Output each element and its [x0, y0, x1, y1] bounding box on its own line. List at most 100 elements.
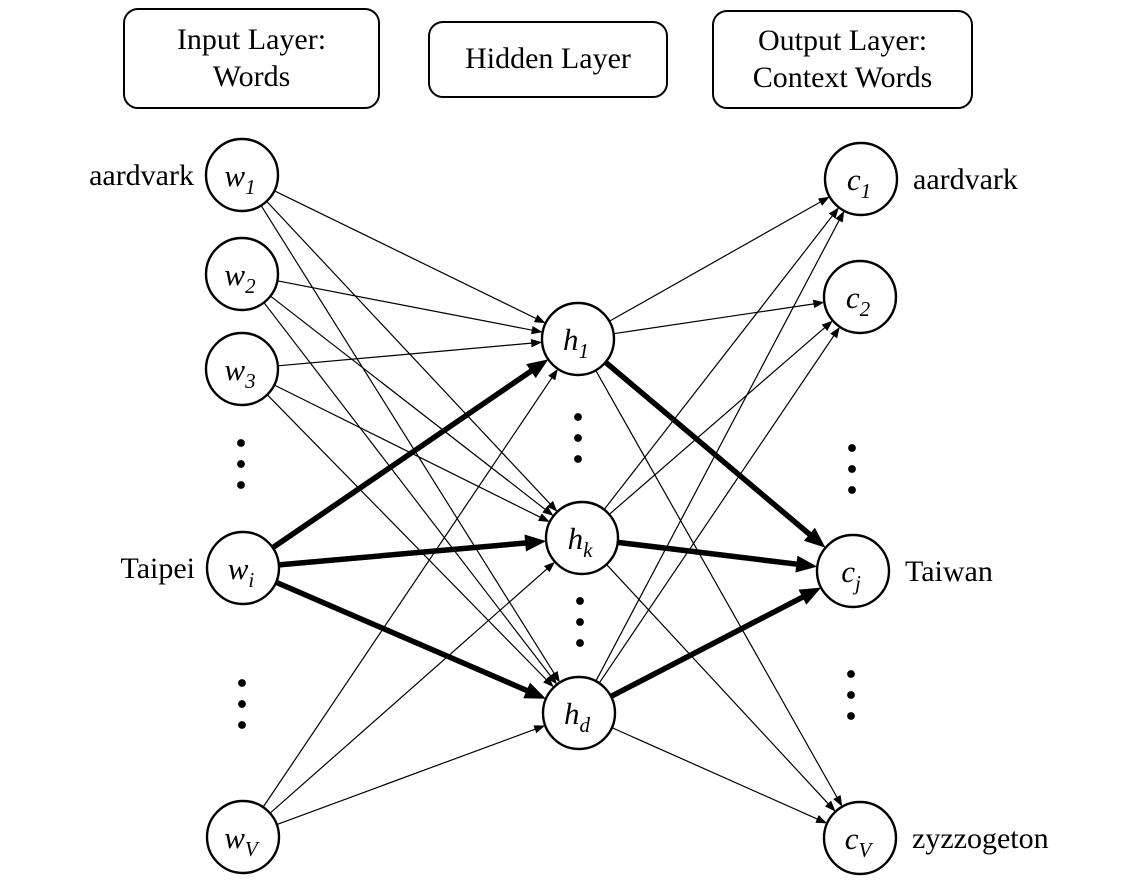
ellipsis-dots-1 — [237, 439, 245, 489]
thin-connection-line — [606, 563, 831, 807]
node-label-cj: cj — [841, 554, 861, 595]
thin-connection-line — [598, 333, 836, 684]
node-label-c1: c1 — [847, 162, 871, 203]
node-label-c2: c2 — [846, 280, 871, 321]
edge-w1-hk — [266, 200, 558, 512]
hidden-layer-box-line1: Hidden Layer — [465, 42, 631, 76]
thick-connection-line — [274, 579, 534, 696]
node-circle-w3 — [204, 331, 280, 407]
thin-connection-line — [262, 375, 554, 808]
word-label-w1: aardvark — [89, 159, 194, 192]
ellipsis-dots-2 — [238, 679, 246, 729]
arrowhead-icon — [815, 815, 828, 824]
arrowhead-icon — [533, 314, 546, 324]
output-layer-box-line2: Context Words — [752, 60, 933, 94]
word-label-cV: zyzzogeton — [912, 822, 1049, 855]
ellipsis-dots-5 — [848, 444, 856, 494]
node-w2: w2 — [204, 236, 280, 312]
edge-w2-hd — [263, 302, 558, 685]
node-label-hd: hd — [564, 696, 591, 737]
node-cj: cj — [815, 533, 891, 609]
input-layer-box: Input Layer: Words — [123, 8, 380, 109]
arrowhead-icon — [543, 676, 554, 688]
thin-connection-line — [276, 727, 539, 826]
arrowhead-icon — [803, 527, 826, 548]
edge-hk-c1 — [603, 207, 839, 510]
arrowhead-icon — [798, 587, 822, 605]
node-label-w3: w3 — [224, 352, 255, 393]
node-c1: c1 — [823, 141, 899, 217]
arrowhead-icon — [818, 196, 830, 206]
node-circle-h1 — [540, 301, 616, 377]
thin-connection-line — [266, 394, 549, 683]
thick-connection-line — [278, 539, 532, 568]
arrowhead-icon — [833, 795, 843, 807]
word-label-cj: Taiwan — [905, 555, 993, 588]
thin-connection-line — [608, 325, 828, 515]
node-hd: hd — [541, 675, 617, 751]
node-label-w2: w2 — [224, 257, 256, 298]
thin-connection-line — [611, 727, 821, 821]
edge-w3-h1 — [277, 338, 543, 367]
node-label-wV: wV — [224, 820, 260, 861]
edge-wV-hd — [276, 725, 546, 826]
arrowhead-icon — [546, 500, 558, 512]
node-w3: w3 — [204, 331, 280, 407]
thin-connection-line — [603, 213, 835, 510]
thin-connection-line — [595, 370, 839, 801]
thin-connection-line — [263, 302, 553, 679]
word-label-c1: aardvark — [913, 163, 1018, 196]
edge-wi-hd — [274, 579, 546, 699]
edge-hk-cj — [617, 539, 818, 573]
arrowhead-icon — [543, 561, 556, 573]
edge-h1-cV — [595, 370, 843, 807]
node-label-hk: hk — [568, 521, 594, 562]
thick-connection-line — [617, 539, 803, 568]
arrowhead-icon — [526, 359, 549, 379]
node-circle-cj — [815, 533, 891, 609]
node-label-wi: wi — [228, 551, 255, 592]
thin-connection-line — [609, 200, 824, 322]
arrowhead-icon — [812, 299, 825, 309]
node-wi: wi — [205, 530, 281, 606]
edge-h1-c1 — [609, 196, 830, 322]
edge-hd-c1 — [595, 210, 845, 682]
arrowhead-icon — [795, 555, 818, 573]
node-h1: h1 — [540, 301, 616, 377]
node-circle-hd — [541, 675, 617, 751]
edge-h1-c2 — [613, 299, 825, 335]
arrowhead-icon — [538, 513, 550, 522]
ellipsis-dots-3 — [574, 413, 582, 463]
node-w1: w1 — [204, 137, 280, 213]
arrowhead-icon — [530, 338, 543, 348]
edge-w1-hd — [260, 205, 560, 683]
arrowhead-icon — [531, 325, 543, 335]
node-circle-c1 — [823, 141, 899, 217]
edge-w2-hk — [270, 295, 554, 516]
input-layer-box-line2: Words — [212, 59, 291, 93]
edge-hk-cV — [606, 563, 836, 812]
thin-connection-line — [277, 342, 535, 367]
arrowhead-icon — [550, 670, 560, 683]
thick-connection-line — [609, 592, 809, 699]
thin-connection-line — [269, 566, 550, 814]
node-cV: cV — [822, 800, 898, 876]
edge-wV-hk — [269, 561, 556, 814]
node-circle-c2 — [822, 259, 898, 335]
arrowhead-icon — [547, 673, 558, 685]
input-layer-box-line1: Input Layer: — [176, 22, 327, 56]
thin-connection-line — [277, 280, 535, 332]
edge-w2-h1 — [277, 280, 543, 335]
thin-connection-line — [274, 190, 539, 321]
arrowhead-icon — [828, 207, 839, 219]
edge-hd-c2 — [598, 326, 840, 684]
arrowhead-icon — [835, 210, 845, 223]
thin-connection-line — [613, 302, 817, 335]
thick-connection-line — [271, 365, 538, 550]
arrowhead-icon — [548, 368, 558, 381]
arrowhead-icon — [542, 505, 554, 516]
thin-connection-line — [270, 295, 548, 512]
node-label-w1: w1 — [224, 158, 255, 199]
